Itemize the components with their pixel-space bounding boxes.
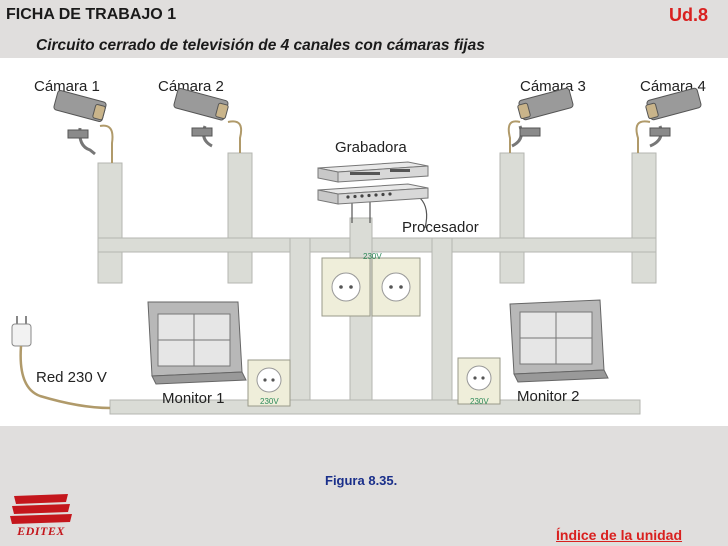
camera-2-icon: [173, 88, 243, 153]
footer-bar: Figura 8.35. EDITEX Índice de la unidad: [0, 426, 728, 546]
monitor-1-icon: [147, 301, 247, 385]
editex-logo-mark: [10, 494, 72, 524]
unit-badge: Ud.8: [669, 5, 709, 25]
monitor-2-label: Monitor 2: [517, 388, 580, 405]
monitor-2-outlet-voltage: 230V: [470, 397, 489, 406]
camera-4-icon: [635, 87, 702, 153]
editex-logo-text: EDITEX: [17, 524, 65, 538]
central-outlet: [321, 257, 421, 317]
camera-1-icon: [53, 90, 114, 163]
mains-plug-icon: [11, 316, 111, 410]
editex-logo: EDITEX: [6, 492, 76, 540]
camera-2-label: Cámara 2: [158, 78, 224, 95]
figure-caption: Figura 8.35.: [325, 473, 398, 488]
worksheet-subtitle: Circuito cerrado de televisión de 4 cana…: [36, 37, 485, 54]
monitor-2-icon: [509, 299, 609, 383]
recorder-label: Grabadora: [335, 139, 407, 156]
monitor-1-outlet-voltage: 230V: [260, 397, 279, 406]
worksheet-title: FICHA DE TRABAJO 1: [6, 6, 177, 23]
recorder-device: [317, 161, 429, 183]
central-outlet-voltage: 230V: [363, 252, 382, 261]
monitor-1-label: Monitor 1: [162, 390, 225, 407]
processor-label: Procesador: [402, 219, 479, 236]
cctv-diagram: Cámara 1 Cámara 2 Cámara 3 Cámara 4 Grab…: [0, 58, 728, 426]
camera-1-label: Cámara 1: [34, 78, 100, 95]
unit-index-link[interactable]: Índice de la unidad: [556, 527, 683, 543]
monitor-1-outlet: [247, 359, 291, 407]
header-bar: FICHA DE TRABAJO 1 Circuito cerrado de t…: [0, 0, 728, 58]
camera-3-icon: [507, 87, 574, 153]
mains-network-label: Red 230 V: [36, 369, 107, 386]
monitor-2-outlet: [457, 357, 501, 405]
processor-device: [317, 183, 429, 205]
